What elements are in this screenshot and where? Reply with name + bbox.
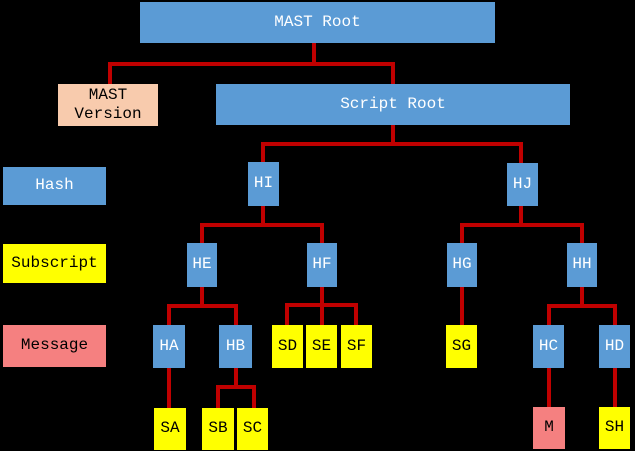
node-legend-hash: Hash <box>3 167 106 205</box>
node-legend-subscript: Subscript <box>3 244 106 283</box>
connector-he-to-ha <box>167 304 171 325</box>
connector-hi-stem <box>261 206 265 227</box>
node-hb: HB <box>219 325 252 368</box>
connector-hb-to-sc <box>252 385 256 408</box>
connector-hf-to-sd <box>285 303 289 325</box>
node-sf: SF <box>341 325 372 368</box>
node-sd: SD <box>272 325 303 368</box>
node-hi: HI <box>248 162 279 206</box>
connector-hi-to-hf <box>320 223 324 243</box>
connector-hi-to-he <box>200 223 204 243</box>
node-mast-root: MAST Root <box>140 2 495 43</box>
connector-hc-to-m <box>547 368 551 407</box>
node-he: HE <box>187 243 217 287</box>
node-ha: HA <box>153 325 185 368</box>
connector-hh-bar <box>547 304 617 308</box>
node-sa: SA <box>154 408 186 450</box>
connector-hb-stem <box>234 368 238 389</box>
node-sh: SH <box>599 407 630 449</box>
connector-hf-to-sf <box>354 303 358 325</box>
connector-hj-to-hg <box>460 223 464 243</box>
node-hd: HD <box>599 325 630 368</box>
connector-hd-to-sh <box>613 368 617 407</box>
node-hg: HG <box>447 243 477 287</box>
connector-hi-bar <box>200 223 324 227</box>
connector-hj-to-hh <box>580 223 584 243</box>
node-m: M <box>533 407 565 449</box>
connector-mastroot-stem <box>312 43 316 66</box>
connector-hg-to-sg <box>460 287 464 325</box>
connector-ha-to-sa <box>167 368 171 408</box>
node-sg: SG <box>446 325 477 368</box>
connector-mastroot-to-version <box>108 62 112 84</box>
node-mast-version: MAST Version <box>58 84 158 126</box>
node-sb: SB <box>202 408 234 450</box>
connector-scriptroot-stem <box>391 125 395 146</box>
node-hj: HJ <box>507 163 538 206</box>
connector-scriptroot-to-hj <box>519 142 523 163</box>
connector-mastroot-bar <box>108 62 395 66</box>
node-hc: HC <box>533 325 564 368</box>
node-hh: HH <box>567 243 597 287</box>
connector-hj-bar <box>460 223 584 227</box>
connector-hf-bar <box>285 303 358 307</box>
node-hf: HF <box>307 243 337 287</box>
connector-he-stem <box>200 287 204 308</box>
connector-hb-bar <box>216 385 256 389</box>
connector-hj-stem <box>519 206 523 227</box>
connector-hb-to-sb <box>216 385 220 408</box>
connector-he-bar <box>167 304 238 308</box>
node-sc: SC <box>237 408 268 450</box>
node-se: SE <box>306 325 337 368</box>
connector-hh-to-hc <box>547 304 551 325</box>
connector-scriptroot-to-hi <box>261 142 265 162</box>
connector-mastroot-to-script <box>391 62 395 84</box>
node-legend-message: Message <box>3 325 106 367</box>
connector-he-to-hb <box>234 304 238 325</box>
connector-hh-to-hd <box>613 304 617 325</box>
connector-hh-stem <box>580 287 584 308</box>
connector-scriptroot-bar <box>261 142 523 146</box>
node-script-root: Script Root <box>216 84 570 125</box>
